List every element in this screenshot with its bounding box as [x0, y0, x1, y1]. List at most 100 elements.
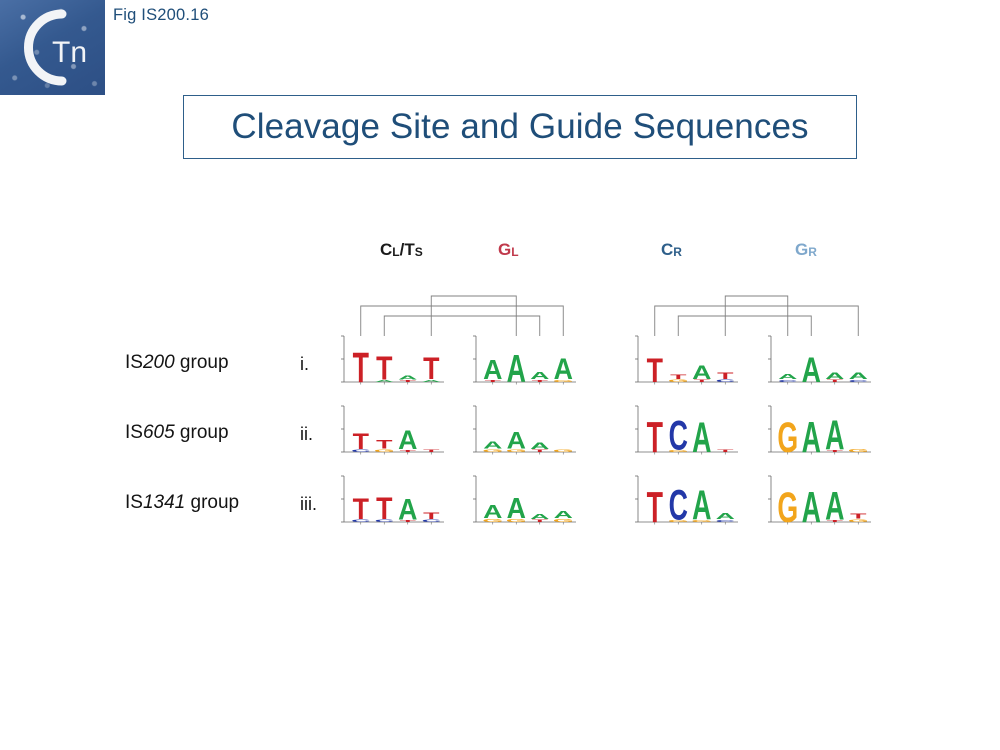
logo-letter-G: G	[848, 519, 869, 523]
logo-letter-A: A	[398, 493, 417, 527]
logo-letter-A: A	[802, 482, 821, 531]
logo-letter-T: T	[532, 380, 549, 383]
ctn-logo-tn-text: Tn	[52, 36, 87, 69]
logo-letter-T: T	[423, 511, 439, 521]
logo-letter-T: T	[423, 352, 440, 386]
logo-letter-T: T	[647, 351, 663, 390]
logo-letter-A: A	[692, 361, 711, 383]
logo-letter-T: T	[827, 520, 844, 523]
logo-letter-T: T	[400, 380, 417, 383]
svg-text:G: G	[553, 519, 574, 524]
svg-text:A: A	[375, 380, 395, 383]
svg-text:C: C	[422, 519, 442, 523]
logo-letter-T: T	[376, 438, 393, 451]
ctn-logo-graphic: Tn	[24, 9, 87, 86]
svg-text:A: A	[692, 483, 711, 529]
logo-letter-A: A	[422, 380, 442, 383]
logo-letter-T: T	[532, 449, 549, 453]
svg-text:T: T	[353, 430, 369, 454]
svg-text:T: T	[827, 520, 844, 523]
logo-letter-G: G	[506, 519, 527, 524]
svg-text:A: A	[716, 512, 735, 521]
row-label-is200: IS200 group	[125, 352, 229, 373]
logo-letter-C: C	[669, 413, 688, 459]
svg-text:C: C	[375, 519, 395, 523]
svg-text:T: T	[423, 449, 440, 453]
column-header-cr: CR	[661, 240, 682, 259]
svg-text:T: T	[647, 412, 663, 461]
logo-letter-C: C	[669, 481, 688, 529]
logo-letter-G: G	[691, 520, 712, 523]
svg-text:A: A	[507, 427, 526, 454]
logo-letter-T: T	[827, 450, 844, 453]
svg-text:A: A	[554, 509, 574, 520]
row-numeral-is200: i.	[300, 354, 309, 374]
title-box: Cleavage Site and Guide Sequences	[183, 95, 857, 159]
logo-letter-G: G	[777, 484, 798, 532]
logo-letter-T: T	[850, 512, 866, 520]
logo-letter-T: T	[827, 379, 844, 383]
svg-text:G: G	[482, 449, 503, 453]
svg-text:A: A	[802, 349, 821, 390]
svg-text:C: C	[716, 379, 736, 383]
svg-text:T: T	[353, 344, 370, 392]
logo-letter-T: T	[353, 344, 370, 392]
logo-letter-A: A	[483, 440, 503, 451]
svg-text:C: C	[351, 519, 371, 523]
logo-letter-A: A	[507, 492, 526, 524]
svg-text:A: A	[422, 380, 442, 383]
svg-text:G: G	[506, 449, 527, 453]
row-label-is1341: IS1341 group	[125, 492, 240, 513]
svg-text:A: A	[398, 375, 417, 381]
logo-letter-A: A	[825, 371, 844, 381]
svg-text:G: G	[668, 450, 689, 453]
page-title: Cleavage Site and Guide Sequences	[231, 107, 809, 146]
row-label-is605: IS605 group	[125, 422, 229, 443]
logo-letter-A: A	[716, 512, 735, 521]
logo-letter-A: A	[483, 354, 502, 385]
svg-text:G: G	[553, 449, 574, 453]
svg-text:A: A	[802, 482, 821, 531]
logo-letter-A: A	[507, 348, 526, 391]
svg-text:G: G	[553, 380, 574, 383]
logo-letter-C: C	[716, 379, 736, 383]
svg-text:A: A	[398, 493, 417, 527]
logo-letter-T: T	[423, 449, 440, 453]
svg-text:A: A	[554, 353, 573, 387]
svg-text:T: T	[400, 450, 417, 453]
logo-letter-A: A	[530, 441, 549, 451]
logo-letter-G: G	[668, 520, 689, 523]
svg-text:G: G	[374, 449, 395, 453]
svg-text:A: A	[825, 484, 844, 529]
svg-text:G: G	[777, 484, 798, 532]
logo-letter-G: G	[848, 449, 869, 454]
svg-text:G: G	[668, 520, 689, 523]
svg-text:A: A	[849, 372, 868, 382]
svg-text:A: A	[530, 371, 550, 382]
svg-text:T: T	[694, 379, 711, 383]
svg-text:A: A	[692, 414, 711, 462]
logo-letter-C: C	[778, 380, 798, 383]
svg-text:A: A	[530, 441, 549, 451]
logo-letter-A: A	[530, 513, 549, 521]
svg-text:C: C	[669, 481, 688, 529]
svg-text:G: G	[482, 519, 503, 524]
svg-text:A: A	[483, 501, 502, 522]
svg-text:G: G	[777, 414, 798, 462]
logo-letter-G: G	[374, 449, 395, 453]
svg-text:C: C	[849, 380, 869, 383]
svg-text:C: C	[351, 449, 371, 453]
svg-text:T: T	[827, 379, 844, 383]
